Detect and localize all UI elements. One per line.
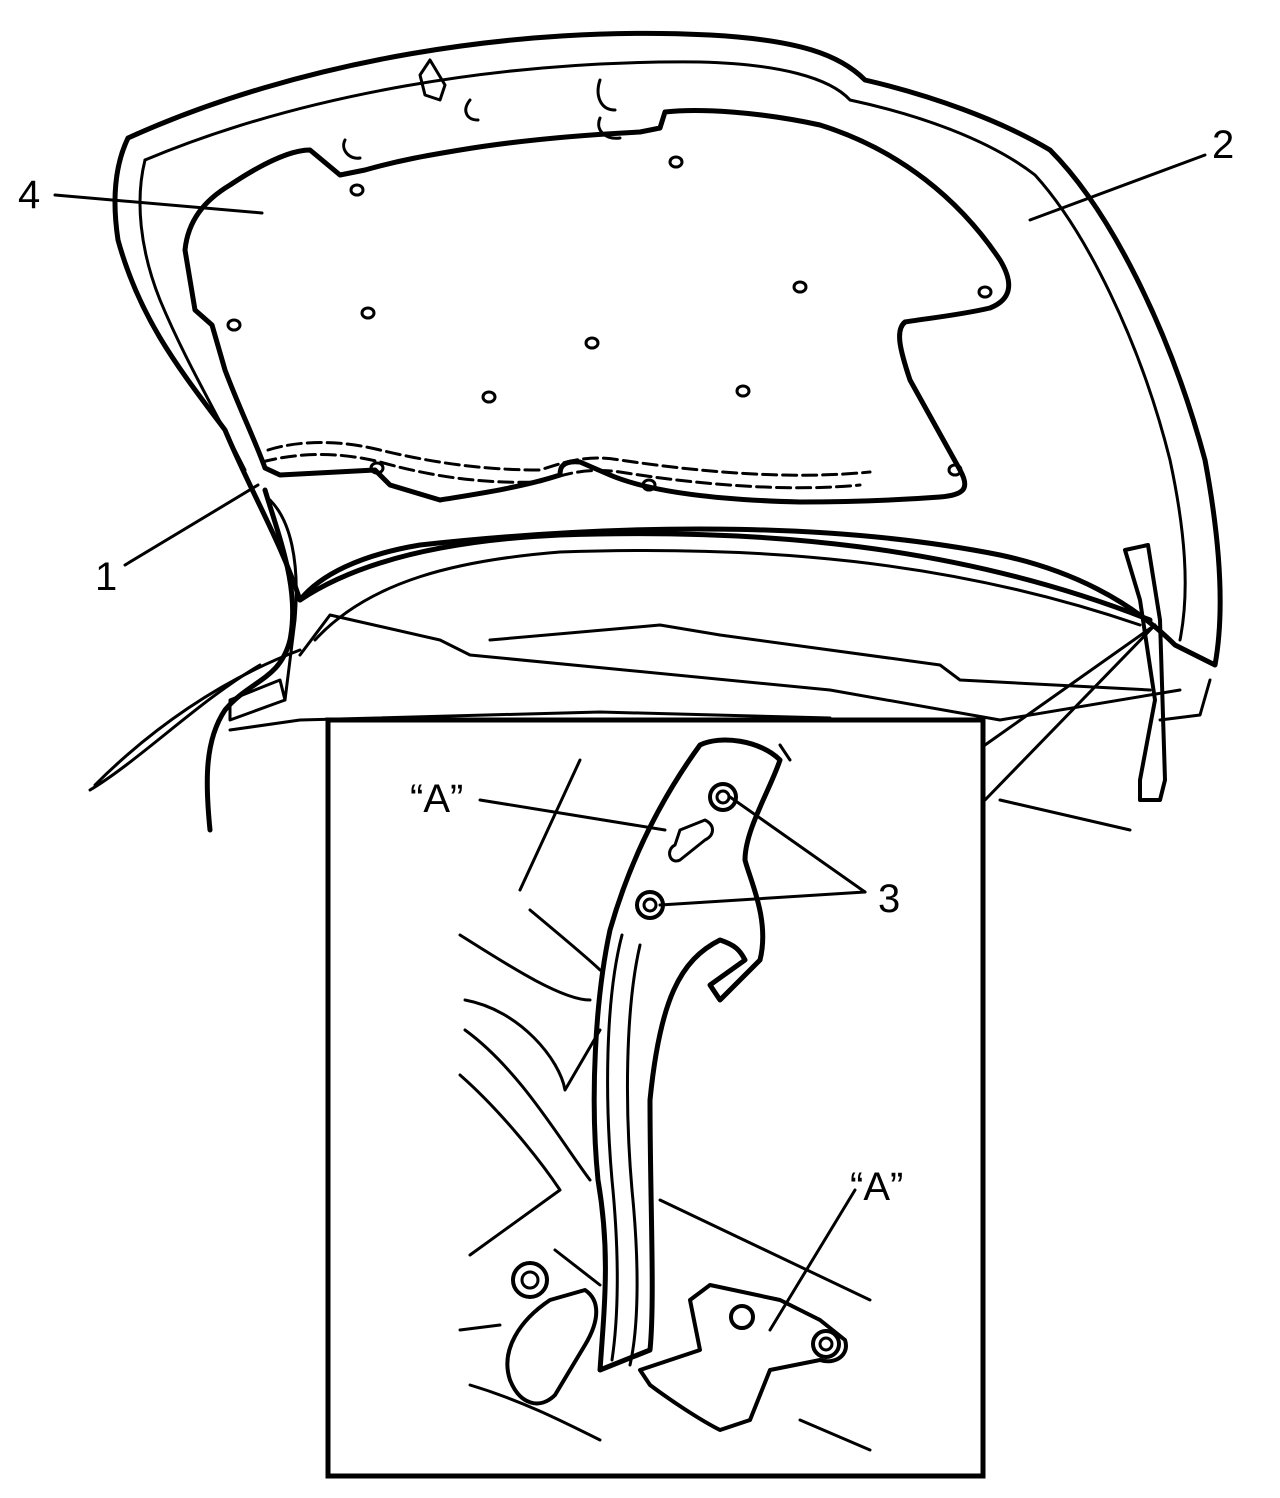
cowl-panel	[88, 531, 1212, 832]
callout-2: 2	[1212, 123, 1234, 167]
hood-panel	[112, 30, 1223, 668]
detail-leader	[983, 623, 1157, 802]
callout-3: 3	[878, 877, 900, 921]
callout-1: 1	[95, 555, 117, 599]
callout-a-bottom: “A”	[850, 1165, 903, 1209]
right-hood-hinge	[1123, 543, 1167, 802]
callout-leaders	[53, 153, 1207, 1332]
hood-support-rod	[204, 487, 298, 833]
hinge-detail-inset	[325, 717, 986, 1479]
insulator-retainer-holes	[226, 155, 993, 492]
callout-4: 4	[18, 173, 40, 217]
callout-a-top: “A”	[410, 777, 463, 821]
